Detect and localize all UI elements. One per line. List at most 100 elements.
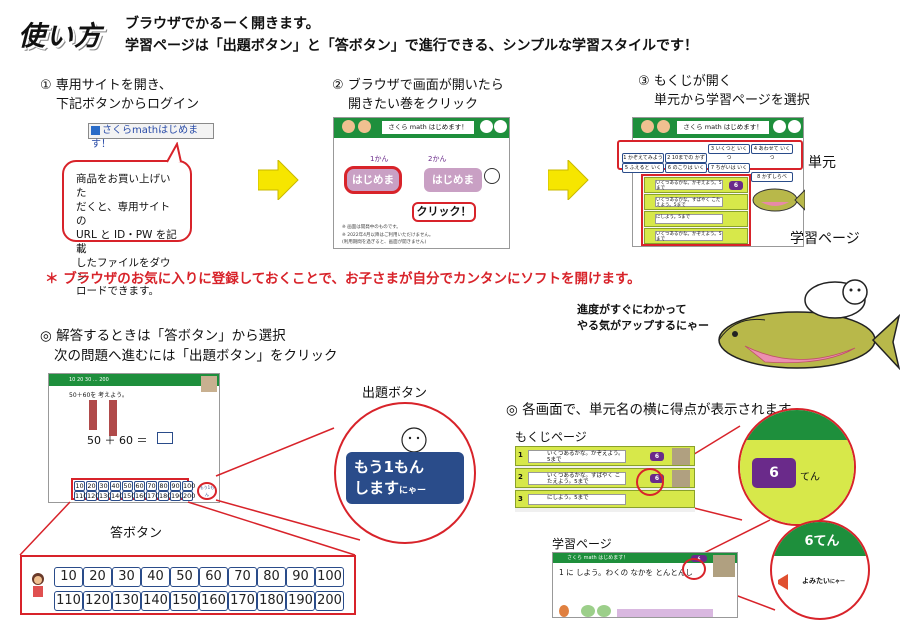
- step-2-line1: ② ブラウザで画面が開いたら: [332, 78, 504, 93]
- unit-button[interactable]: 5 ふえると いくつ: [622, 163, 664, 180]
- mini-question-button[interactable]: もう1もん: [197, 482, 217, 500]
- answer-button[interactable]: 130: [112, 591, 141, 611]
- answer-button[interactable]: 10: [54, 567, 83, 587]
- answer-button[interactable]: 40: [141, 567, 170, 587]
- callout-tail-icon: [166, 142, 182, 163]
- screen-volume-select: さくら math はじめます！ 1かん 2かん はじめます！ はじめます！ クリ…: [333, 117, 510, 249]
- mini-answer-button[interactable]: 20: [86, 481, 97, 491]
- mini-answer-button[interactable]: 190: [170, 491, 184, 501]
- answer-button[interactable]: 200: [315, 591, 344, 611]
- answer-button[interactable]: 170: [228, 591, 257, 611]
- study-row[interactable]: いくつあるかな。すばやく こたえよう。5まで: [644, 194, 748, 210]
- login-callout: 商品をお買い上げいた だくと、専用サイトの URL と ID・PW を記載 した…: [62, 160, 192, 297]
- question-button-zoom: もう1もん しますにゃー: [334, 402, 476, 544]
- arrow-right-icon: [548, 160, 589, 200]
- study-row[interactable]: いくつあるかな。かぞえよう。5まで: [644, 228, 748, 244]
- answer-button[interactable]: 30: [112, 567, 141, 587]
- mini-answer-row: 110120130140150160170180190200: [74, 491, 195, 501]
- login-link[interactable]: さくらmathはじめます！: [88, 123, 214, 150]
- mini-answer-button[interactable]: 150: [122, 491, 136, 501]
- mini-answer-button[interactable]: 180: [158, 491, 172, 501]
- answer-button[interactable]: 20: [83, 567, 112, 587]
- answer-button[interactable]: 110: [54, 591, 83, 611]
- answer-button[interactable]: 180: [257, 591, 286, 611]
- mini-answer-button[interactable]: 70: [146, 481, 157, 491]
- cat-photo-icon: [672, 448, 690, 465]
- mini-answer-button[interactable]: 160: [134, 491, 148, 501]
- mini-answer-button[interactable]: 100: [182, 481, 196, 491]
- mini-answer-button[interactable]: 80: [158, 481, 169, 491]
- callout-line: だくと、専用サイトの: [76, 201, 171, 227]
- start-volume-2-button[interactable]: はじめます！: [424, 168, 482, 210]
- intro-line-2: 学習ページは「出題ボタン」と「答ボタン」で進行できる、シンプルな学習スタイルです…: [125, 38, 699, 54]
- answer-button[interactable]: 70: [228, 567, 257, 587]
- mini-answer-button[interactable]: 170: [146, 491, 160, 501]
- toc-page-label: もくじページ: [515, 430, 587, 444]
- answer-button[interactable]: 140: [141, 591, 170, 611]
- question-button-suffix: にゃー: [399, 486, 427, 496]
- unit-button[interactable]: 2 10までの かず: [665, 153, 707, 163]
- answer-button[interactable]: 150: [170, 591, 199, 611]
- question-button[interactable]: もう1もん しますにゃー: [346, 452, 464, 504]
- row-number: 1: [518, 451, 523, 459]
- question-button-line1: もう1もん: [354, 458, 424, 476]
- footnote: (利用期間を過ぎると、画面が開きません): [342, 240, 427, 245]
- toc-row[interactable]: 2 いくつあるかな。すばやく こたえよう。5まで 6: [515, 468, 695, 488]
- answer-button[interactable]: 160: [199, 591, 228, 611]
- mini-answer-button[interactable]: 130: [98, 491, 112, 501]
- unit-button[interactable]: 3 いくつと いくつ: [708, 144, 750, 161]
- question-button-label: 出題ボタン: [362, 386, 428, 401]
- start-volume-1-button[interactable]: はじめます！: [344, 166, 402, 208]
- study-row[interactable]: いくつあるかな。かぞえよう。5まで 6: [644, 177, 748, 193]
- answer-button[interactable]: 190: [286, 591, 315, 611]
- cat-on-fish-illustration: [718, 279, 900, 371]
- row-text: いくつあるかな。すばやく こたえよう。5まで: [655, 197, 723, 208]
- cat-face-icon: [484, 168, 500, 184]
- screen3-title: さくら math はじめます！: [677, 121, 769, 134]
- answer-button[interactable]: 80: [257, 567, 286, 587]
- unit-button[interactable]: 6 のこりは いくつ: [665, 163, 707, 180]
- mini-answer-button[interactable]: 200: [182, 491, 196, 501]
- mini-answer-button[interactable]: 110: [74, 491, 88, 501]
- click-callout: クリック！: [412, 202, 476, 222]
- mini-answer-button[interactable]: 50: [122, 481, 133, 491]
- answer-button[interactable]: 90: [286, 567, 315, 587]
- mini-answer-button[interactable]: 120: [86, 491, 100, 501]
- mini-answer-button[interactable]: 30: [98, 481, 109, 491]
- unit-button[interactable]: 4 あわせて いくつ: [751, 144, 793, 161]
- mini-answer-button[interactable]: 140: [110, 491, 124, 501]
- answer-button[interactable]: 120: [83, 591, 112, 611]
- answer-button[interactable]: 100: [315, 567, 344, 587]
- answer-button[interactable]: 50: [170, 567, 199, 587]
- answer-button[interactable]: 60: [199, 567, 228, 587]
- mini-answer-button[interactable]: 90: [170, 481, 181, 491]
- mini-answer-button[interactable]: 60: [134, 481, 145, 491]
- abacus-bar-icon: [89, 400, 97, 430]
- study-row[interactable]: にしよう。5まで: [644, 211, 748, 227]
- step-2-line2: 開きたい巻をクリック: [348, 97, 479, 112]
- toc-row[interactable]: 3 にしよう。5まで: [515, 490, 695, 508]
- step-1: ① 専用サイトを開き、 下記ボタンからログイン: [40, 76, 199, 114]
- toc-row[interactable]: 1 いくつあるかな。かぞえよう。5まで 6: [515, 446, 695, 466]
- leaf-icon: [597, 605, 611, 617]
- mini-header: 10 20 30 ... 200: [49, 374, 219, 386]
- cat-icon: [788, 120, 801, 133]
- callout-line: したファイルをダウン: [76, 257, 171, 283]
- login-link-label: さくらmathはじめます！: [91, 125, 199, 150]
- mini-answer-button[interactable]: 40: [110, 481, 121, 491]
- screen-toc: さくら math はじめます！ 1 かぞえてみよう 2 10までの かず 3 い…: [617, 117, 805, 247]
- study-header: さくら math はじめます！: [553, 553, 737, 563]
- unit-button[interactable]: 7 ちがいは いくつ: [708, 163, 750, 180]
- footnote: ※ 2022年4月以降はご利用いただけません。: [342, 233, 434, 238]
- mini-answer-button[interactable]: 10: [74, 481, 85, 491]
- cat-speech-line: 進度がすぐにわかって: [577, 303, 687, 316]
- unit-button[interactable]: 8 かずしらべ: [751, 172, 793, 182]
- abacus-bar-icon: [109, 400, 117, 436]
- unit-button[interactable]: 1 かぞえてみよう: [622, 153, 664, 163]
- fish-icon: [752, 188, 805, 212]
- answer-line1: ◎ 解答するときは「答ボタン」から選択: [40, 328, 286, 344]
